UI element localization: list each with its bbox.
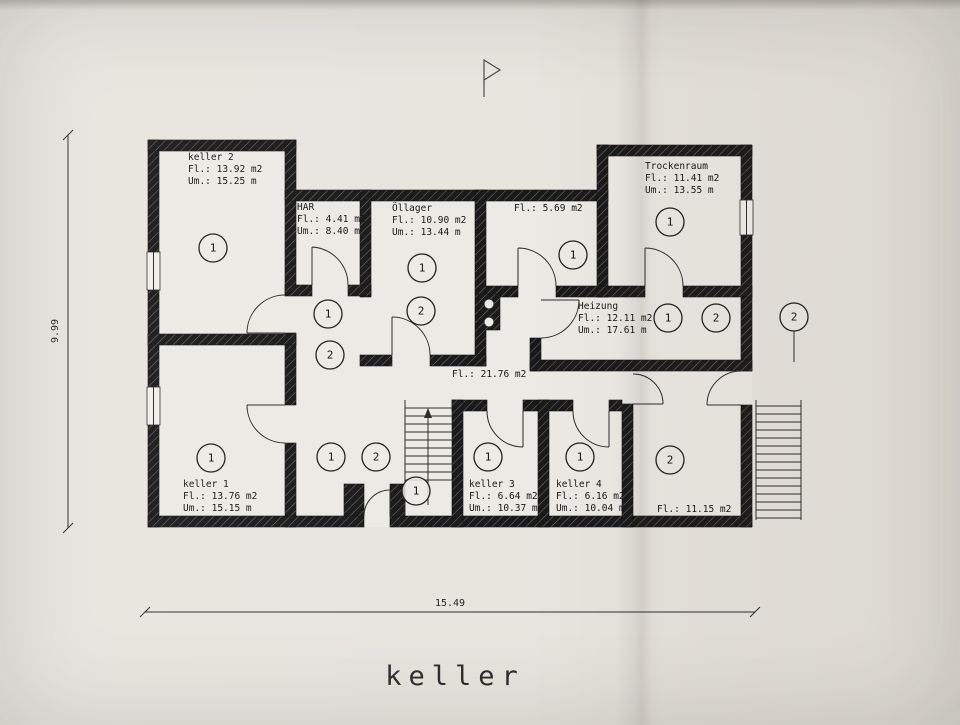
room-label-heizung-area: Fl.: 12.11 m2 <box>578 313 652 324</box>
room-label-abstellraum-area: Fl.: 5.69 m2 <box>514 203 583 214</box>
svg-text:1: 1 <box>325 308 332 321</box>
room-label-oellager-name: Öllager <box>392 203 432 214</box>
door-heizung <box>540 299 580 339</box>
svg-text:1: 1 <box>419 262 426 275</box>
svg-text:1: 1 <box>210 242 217 255</box>
room-number-marker: 2 <box>315 340 345 370</box>
door-entrance <box>363 489 391 517</box>
room-label-har-perimeter: Um.: 8.40 m <box>297 226 360 237</box>
room-number-marker: 1 <box>473 442 503 472</box>
dimension-height-label: 9.99 <box>50 319 61 343</box>
room-label-keller3-name: keller 3 <box>469 479 515 490</box>
door-keller2 <box>246 294 286 334</box>
room-number-marker: 1 <box>407 253 437 283</box>
room-label-keller1-perimeter: Um.: 15.15 m <box>183 503 252 514</box>
door-keller4 <box>572 410 610 448</box>
exterior-staircase <box>755 331 802 520</box>
svg-text:1: 1 <box>485 451 492 464</box>
room-number-marker: 1 <box>198 233 228 263</box>
room-number-marker: 1 <box>316 442 346 472</box>
room-label-har-name: HAR <box>297 202 314 213</box>
room-number-marker: 1 <box>196 443 226 473</box>
room-label-keller1-name: keller 1 <box>183 479 229 490</box>
room-number-marker: 1 <box>313 299 343 329</box>
room-number-marker: 2 <box>655 445 685 475</box>
door-oellager <box>391 316 431 356</box>
walls-layer <box>147 139 753 528</box>
room-number-marker: 1 <box>655 207 685 237</box>
door-keller3 <box>486 410 524 448</box>
room-label-oellager-perimeter: Um.: 13.44 m <box>392 227 461 238</box>
svg-text:1: 1 <box>667 216 674 229</box>
room-number-markers: 1 1 2 1 2 1 1 1 2 2 1 1 2 1 1 1 2 <box>196 207 809 506</box>
room-number-marker: 1 <box>401 476 431 506</box>
svg-text:2: 2 <box>713 312 720 325</box>
room-label-kellerraum-sw-area: Fl.: 11.15 m2 <box>657 504 731 515</box>
room-label-flur-area: Fl.: 21.76 m2 <box>452 369 526 380</box>
svg-text:1: 1 <box>577 451 584 464</box>
door-trockenraum <box>644 247 684 287</box>
svg-text:2: 2 <box>418 305 425 318</box>
stair-direction-arrow <box>424 408 432 418</box>
room-label-heizung-perimeter: Um.: 17.61 m <box>578 325 647 336</box>
room-number-marker: 2 <box>361 442 391 472</box>
room-label-trockenraum-name: Trockenraum <box>645 161 708 172</box>
dimension-width-label: 15.49 <box>435 598 465 609</box>
window-opening <box>146 251 161 291</box>
svg-text:2: 2 <box>791 311 798 324</box>
door-abstellraum <box>517 247 557 287</box>
svg-text:1: 1 <box>413 485 420 498</box>
svg-text:1: 1 <box>328 451 335 464</box>
doors-layer <box>246 246 742 517</box>
dimension-line-bottom: 15.49 <box>139 598 761 618</box>
room-label-keller2-name: keller 2 <box>188 152 234 163</box>
room-number-marker: 1 <box>653 303 683 333</box>
svg-text:1: 1 <box>570 249 577 262</box>
window-opening <box>739 199 754 236</box>
svg-text:2: 2 <box>373 451 380 464</box>
room-number-marker: 2 <box>406 296 436 326</box>
plan-title: keller <box>385 661 525 692</box>
door-exterior-stair <box>706 370 742 406</box>
svg-text:1: 1 <box>665 312 672 325</box>
room-label-keller4-area: Fl.: 6.16 m2 <box>556 491 625 502</box>
room-label-keller4-name: keller 4 <box>556 479 602 490</box>
room-label-trockenraum-perimeter: Um.: 13.55 m <box>645 185 714 196</box>
windows-layer <box>146 199 754 426</box>
svg-text:2: 2 <box>327 349 334 362</box>
room-label-keller3-perimeter: Um.: 10.37 m <box>469 503 538 514</box>
room-label-keller2-area: Fl.: 13.92 m2 <box>188 164 262 175</box>
room-label-har-area: Fl.: 4.41 m2 <box>297 214 366 225</box>
room-label-keller2-perimeter: Um.: 15.25 m <box>188 176 257 187</box>
dimension-line-left: 9.99 <box>50 129 74 534</box>
room-label-keller4-perimeter: Um.: 10.04 m <box>556 503 625 514</box>
room-label-trockenraum-area: Fl.: 11.41 m2 <box>645 173 719 184</box>
room-label-keller1-area: Fl.: 13.76 m2 <box>183 491 257 502</box>
room-number-marker: 2 <box>779 302 809 332</box>
room-number-marker: 2 <box>701 303 731 333</box>
room-number-marker: 1 <box>565 442 595 472</box>
door-keller1 <box>246 404 286 444</box>
chimney-flue <box>477 293 501 331</box>
labels-layer: keller 2 Fl.: 13.92 m2 Um.: 15.25 m HAR … <box>183 152 731 515</box>
door-har <box>311 246 349 286</box>
room-label-heizung-name: Heizung <box>578 301 618 312</box>
room-number-marker: 1 <box>558 240 588 270</box>
window-opening <box>146 386 161 426</box>
room-label-oellager-area: Fl.: 10.90 m2 <box>392 215 466 226</box>
room-label-keller3-area: Fl.: 6.64 m2 <box>469 491 538 502</box>
svg-text:2: 2 <box>667 454 674 467</box>
svg-text:1: 1 <box>208 452 215 465</box>
flag-symbol-icon <box>483 58 502 97</box>
door-kellerraum-sw <box>632 373 664 405</box>
